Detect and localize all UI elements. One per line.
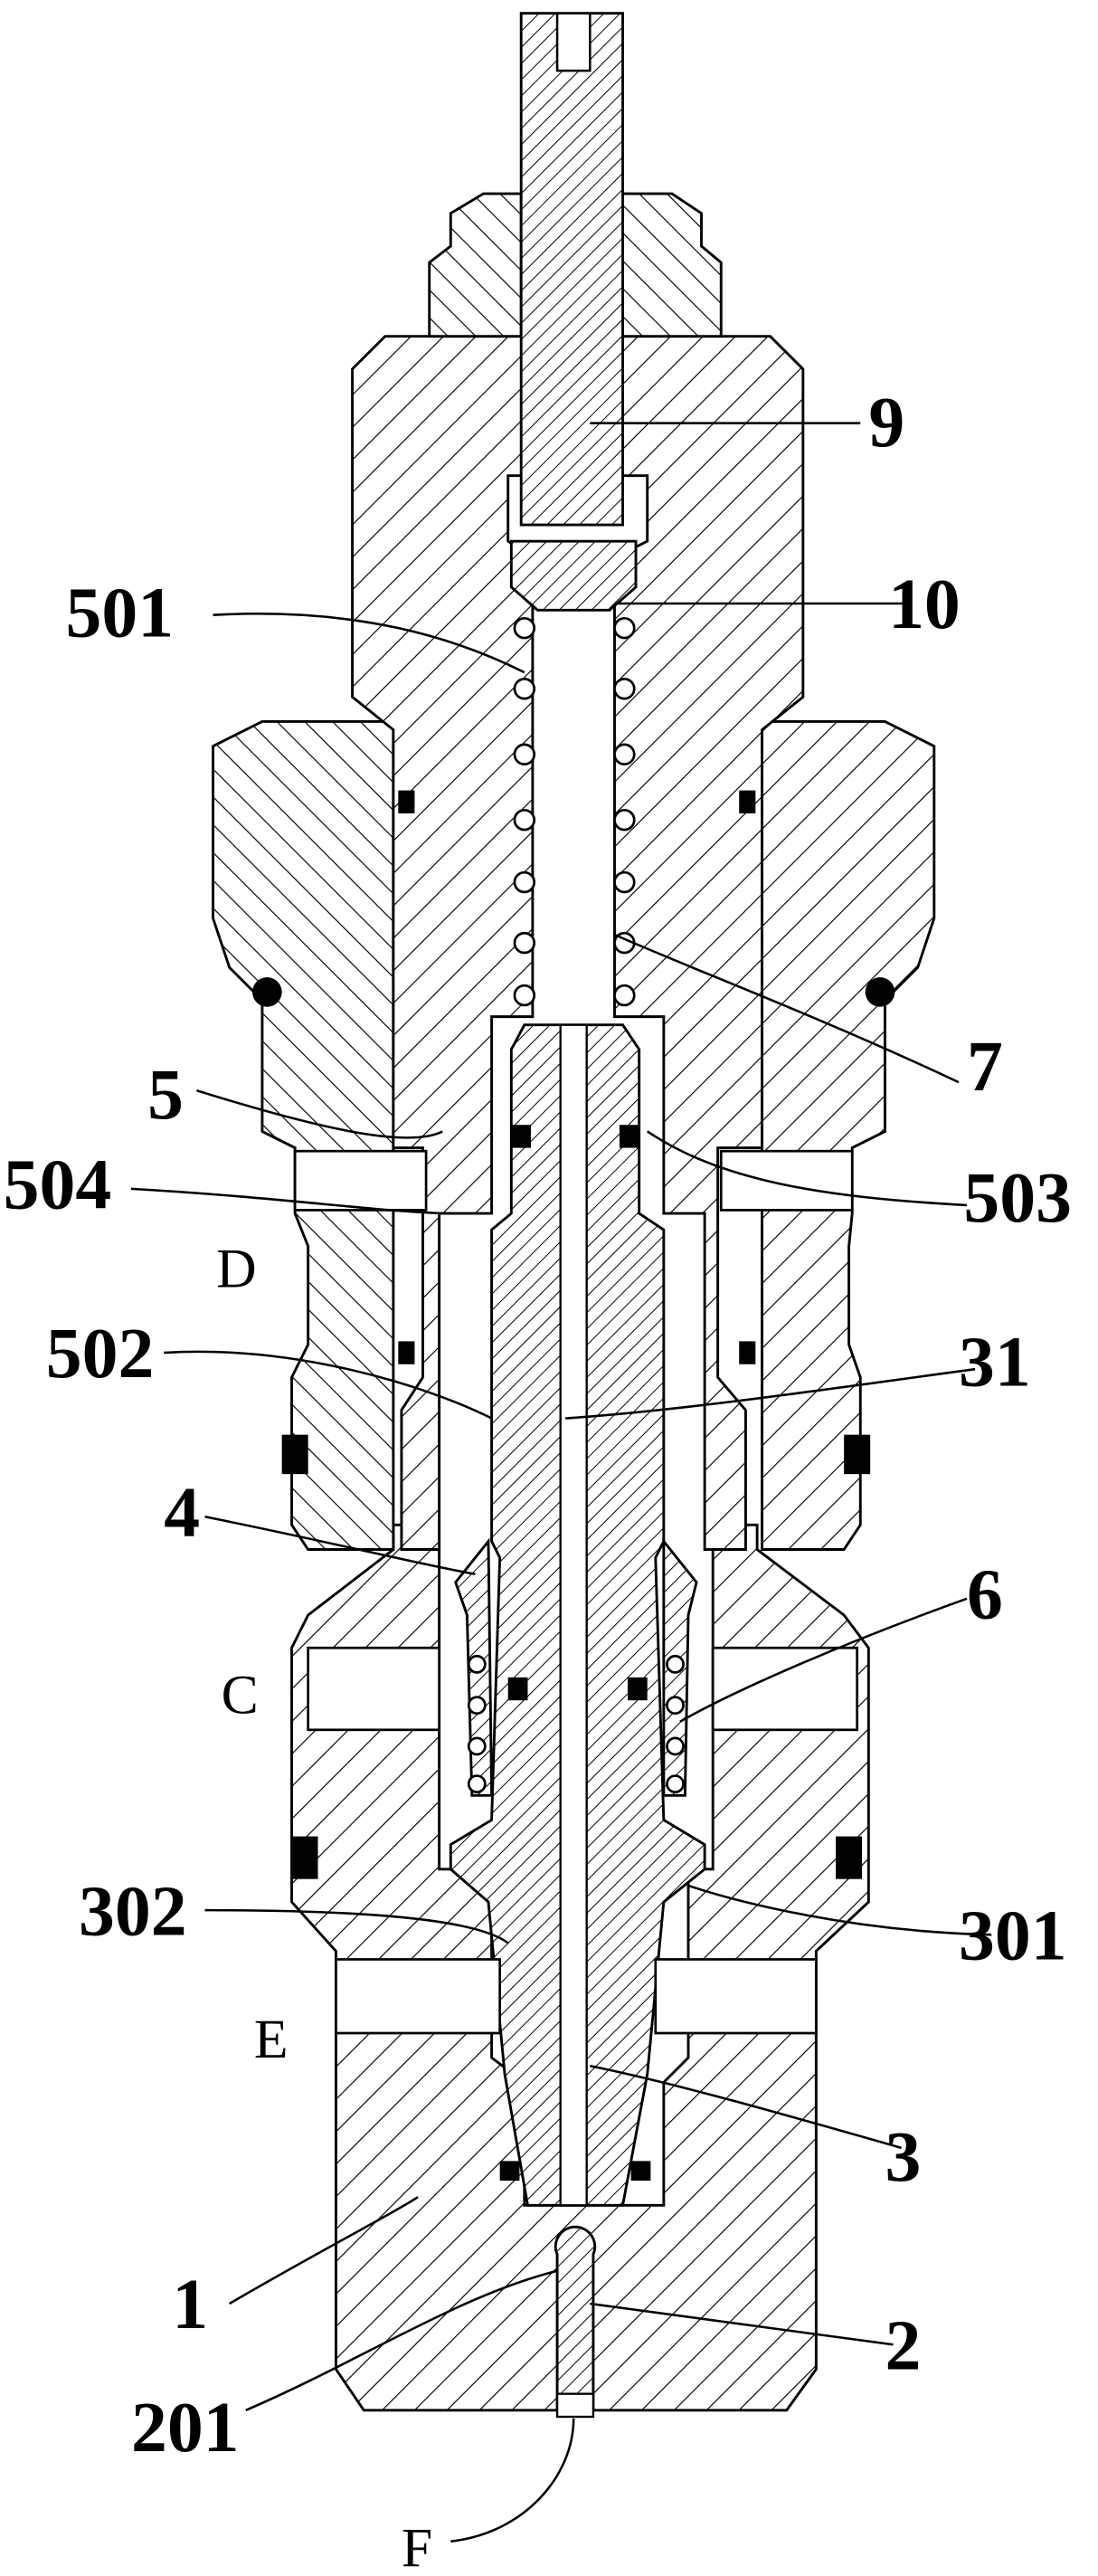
label-sliding-ring: 4 bbox=[164, 1473, 200, 1553]
port-c-right bbox=[713, 1648, 857, 1730]
label-spring-seat: 10 bbox=[888, 565, 961, 644]
stem bbox=[521, 14, 622, 525]
port-f-hole bbox=[557, 2394, 593, 2417]
spring-seat bbox=[511, 541, 636, 610]
top-nut bbox=[430, 194, 521, 337]
label-port-e: E bbox=[254, 2009, 289, 2070]
port-e-right bbox=[656, 1959, 817, 2033]
label-ball-head: 201 bbox=[131, 2388, 240, 2467]
label-upper-spring: 7 bbox=[967, 1027, 1003, 1107]
label-spring-seat-bore: 501 bbox=[65, 573, 174, 652]
label-lower-passage: 302 bbox=[79, 1871, 187, 1951]
top-nut-right bbox=[623, 194, 722, 337]
port-d-right bbox=[721, 1151, 852, 1210]
label-chamber: 504 bbox=[4, 1145, 112, 1225]
label-spool-sleeve: 5 bbox=[147, 1055, 184, 1135]
stem-slot bbox=[557, 14, 590, 71]
port-d bbox=[295, 1151, 426, 1210]
outer-nut-right bbox=[762, 721, 934, 1549]
label-shoulder: 301 bbox=[959, 1896, 1067, 1975]
label-valve-rod: 3 bbox=[885, 2117, 921, 2197]
center-hole bbox=[561, 1025, 587, 2206]
label-seal-groove: 503 bbox=[963, 1158, 1072, 1238]
label-lower-spring: 6 bbox=[967, 1555, 1003, 1635]
label-body: 1 bbox=[172, 2265, 208, 2344]
port-e bbox=[336, 1959, 499, 2033]
port-c bbox=[308, 1648, 440, 1730]
outer-nut bbox=[213, 721, 393, 1549]
label-port-c: C bbox=[222, 1665, 259, 1726]
label-plunger: 2 bbox=[885, 2305, 921, 2385]
label-inner-passage: 502 bbox=[46, 1314, 155, 1393]
plunger bbox=[555, 2227, 594, 2410]
label-port-d: D bbox=[216, 1239, 256, 1300]
label-stem: 9 bbox=[868, 383, 904, 462]
label-center-hole: 31 bbox=[959, 1322, 1031, 1402]
label-port-f: F bbox=[402, 2517, 432, 2576]
